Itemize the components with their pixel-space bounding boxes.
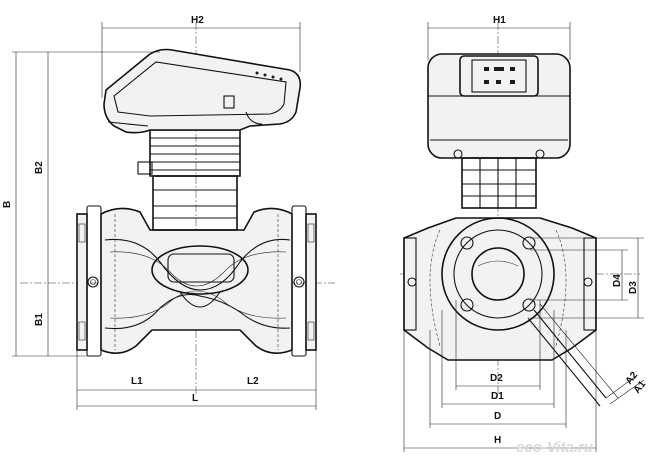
display-frame <box>471 59 527 93</box>
dim-label-d1: D1 <box>491 391 504 402</box>
front-screw-right-icon <box>535 149 545 159</box>
terminal-box <box>137 161 153 175</box>
led-4-icon <box>279 77 283 81</box>
a-leader-2 <box>527 317 601 407</box>
controller-button <box>223 95 235 109</box>
dim-label-l1: L1 <box>131 376 143 387</box>
front-neck <box>461 157 537 209</box>
channel-inner-line-1 <box>109 251 287 287</box>
controller-cable-gland <box>245 111 263 125</box>
display-key-4-icon <box>496 80 501 84</box>
side-view: H2 B B2 B1 L1 L2 L <box>2 15 335 410</box>
dim-label-b1: B1 <box>34 313 45 326</box>
left-flange-slot-bottom <box>78 321 86 341</box>
a-ext-1 <box>539 303 619 399</box>
a1-line <box>609 379 645 405</box>
left-flange-slot-top <box>78 223 86 243</box>
led-1-icon <box>255 71 259 75</box>
front-neck-block <box>461 157 537 209</box>
chamber-insert <box>167 253 235 283</box>
bore-inner-arc <box>477 260 519 267</box>
front-screw-left-icon <box>453 149 463 159</box>
front-left-bolt-icon <box>407 277 417 287</box>
led-2-icon <box>263 73 267 77</box>
controller-head <box>103 48 302 134</box>
dim-label-d3: D3 <box>628 281 639 294</box>
front-housing <box>403 217 597 361</box>
left-bolt-inner <box>90 279 96 285</box>
dim-label-d2: D2 <box>490 373 503 384</box>
dim-front-bottom: D2 D1 D H <box>403 300 597 452</box>
left-bolt-icon <box>87 276 99 288</box>
dim-label-b2: B2 <box>34 161 45 174</box>
right-bolt-inner <box>296 279 302 285</box>
channel-top-line <box>104 238 291 291</box>
pump-housing <box>76 205 317 357</box>
right-bolt-icon <box>293 276 305 288</box>
a2-line <box>605 375 637 399</box>
display-readout-icon <box>494 67 504 71</box>
display-key-1-icon <box>484 67 489 71</box>
dim-label-h1: H1 <box>493 15 506 26</box>
left-flange-collar <box>86 205 102 357</box>
bolt-hole-bottom-left-icon <box>460 298 474 312</box>
front-hidden-left <box>429 229 441 347</box>
dim-label-l: L <box>192 393 198 404</box>
motor-fins <box>137 129 241 177</box>
front-controller <box>427 53 571 159</box>
bolt-hole-top-left-icon <box>460 236 474 250</box>
display-key-3-icon <box>484 80 489 84</box>
bolt-hole-top-right-icon <box>522 236 536 250</box>
controller-top-face <box>113 61 287 117</box>
chamber-lower-curve <box>179 291 221 308</box>
front-hidden-right <box>555 229 567 347</box>
left-flange <box>76 213 88 351</box>
watermark: eco-Vita.ru <box>516 439 593 456</box>
front-right-bolt-icon <box>583 277 593 287</box>
channel-bottom-line <box>104 293 291 330</box>
dim-label-h2: H2 <box>191 15 204 26</box>
display-key-5-icon <box>510 80 515 84</box>
dim-h1: H1 <box>427 15 571 60</box>
bore-circle <box>471 247 525 301</box>
fin-block <box>149 129 241 177</box>
dim-label-d4: D4 <box>612 274 623 287</box>
volute-casing <box>100 207 293 354</box>
front-view: H1 D3 D4 D2 D1 D <box>400 15 649 452</box>
dim-a1-a2: A2 A1 <box>527 303 649 407</box>
channel-inner-line-2 <box>109 290 287 319</box>
dim-h2: H2 <box>101 15 301 98</box>
a-leader-1 <box>533 309 607 399</box>
dim-label-h: H <box>494 435 501 446</box>
controller-housing <box>103 48 302 134</box>
bolt-hole-bottom-right-icon <box>522 298 536 312</box>
dim-horizontal-bottom: L1 L2 L <box>76 350 317 410</box>
outer-flange-circle <box>441 217 555 331</box>
right-flange <box>305 213 317 351</box>
bolt-circle <box>453 229 543 319</box>
pump-chamber <box>151 245 249 295</box>
neck-block <box>152 175 238 231</box>
dim-vertical-left: B B2 B1 <box>2 51 160 357</box>
dim-label-b: B <box>2 201 13 208</box>
front-flange-outline <box>403 217 597 361</box>
right-flange-slot-bottom <box>307 321 315 341</box>
controller-edge <box>107 121 149 127</box>
dim-label-l2: L2 <box>247 376 259 387</box>
right-flange-slot-top <box>307 223 315 243</box>
motor-neck <box>152 175 238 231</box>
display-key-2-icon <box>510 67 515 71</box>
led-3-icon <box>271 75 275 79</box>
dim-d3-d4: D3 D4 <box>530 237 644 319</box>
dim-label-d: D <box>494 411 501 422</box>
display-panel <box>459 55 539 97</box>
